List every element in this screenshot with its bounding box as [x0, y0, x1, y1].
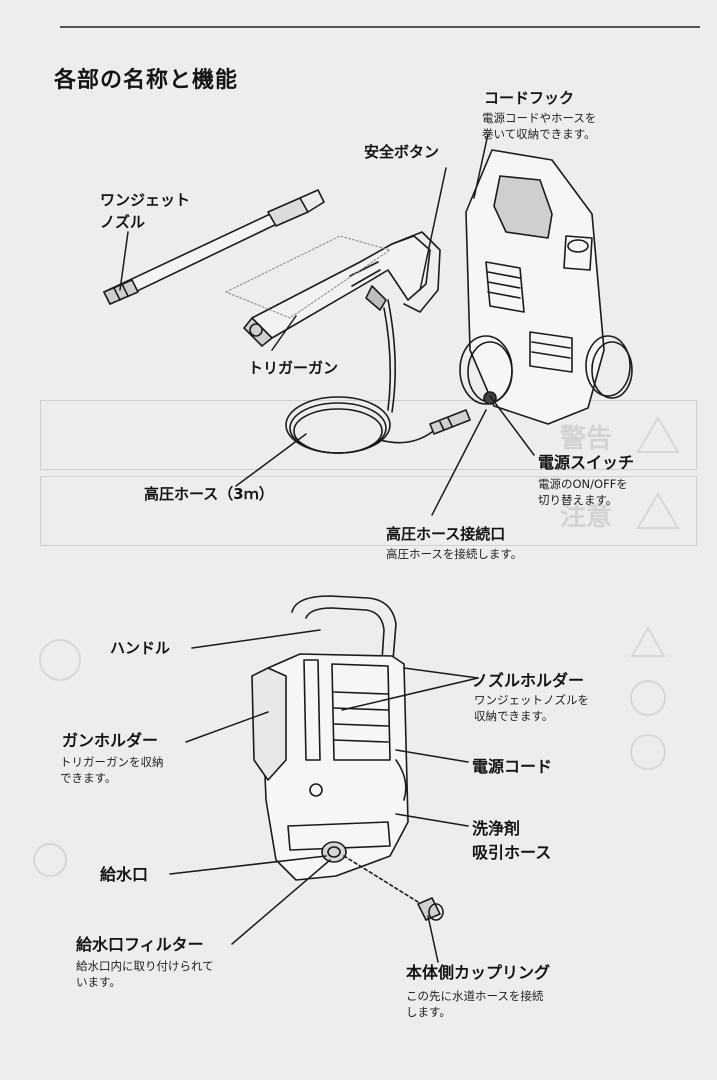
desc-coupling-2: します。 — [406, 1005, 451, 1019]
desc-cord-hook-1: 電源コードやホースを — [482, 111, 597, 125]
bleed-warning-text: 警告 — [560, 424, 613, 454]
label-hp-hose-port: 高圧ホース接続口 — [386, 525, 506, 543]
desc-gun-holder-1: トリガーガンを収納 — [60, 755, 164, 769]
desc-inlet-filter-2: います。 — [76, 975, 121, 989]
one-jet-nozzle-drawing — [103, 189, 325, 305]
main-unit-top-drawing — [459, 149, 633, 425]
desc-inlet-filter-1: 給水口内に取り付けられて — [76, 959, 214, 973]
label-handle: ハンドル — [110, 639, 171, 657]
desc-hp-hose-port: 高圧ホースを接続します。 — [386, 547, 523, 561]
desc-power-switch-1: 電源のON/OFFを — [538, 477, 628, 491]
label-trigger-gun: トリガーガン — [248, 359, 339, 377]
label-water-inlet: 給水口 — [100, 865, 149, 884]
label-power-switch: 電源スイッチ — [538, 453, 635, 472]
top-rule — [60, 26, 700, 28]
hp-hose-drawing — [285, 299, 471, 454]
label-one-jet-nozzle-2: ノズル — [100, 213, 146, 231]
label-power-cord: 電源コード — [472, 757, 553, 776]
label-safety-button: 安全ボタン — [364, 143, 440, 161]
label-hp-hose: 高圧ホース（3ｍ） — [144, 485, 274, 503]
label-cord-hook: コードフック — [484, 89, 575, 107]
bleed-caution-box — [40, 476, 697, 546]
label-one-jet-nozzle-1: ワンジェット — [100, 191, 191, 209]
desc-coupling-1: この先に水道ホースを接続 — [406, 989, 544, 1003]
leader-lines — [119, 133, 535, 963]
label-gun-holder: ガンホルダー — [62, 731, 159, 750]
desc-cord-hook-2: 巻いて収納できます。 — [482, 127, 596, 141]
label-coupling: 本体側カップリング — [406, 963, 551, 982]
page-title: 各部の名称と機能 — [54, 68, 239, 93]
trigger-gun-drawing — [225, 231, 441, 347]
label-nozzle-holder: ノズルホルダー — [472, 671, 585, 690]
main-unit-front-drawing — [251, 595, 444, 921]
desc-gun-holder-2: できます。 — [60, 771, 117, 785]
label-inlet-filter: 給水口フィルター — [76, 935, 204, 954]
desc-nozzle-holder-2: 収納できます。 — [474, 709, 554, 723]
bleed-caution-text: 注意 — [560, 502, 613, 532]
bleed-warning-box — [40, 400, 697, 470]
label-detergent-hose-1: 洗浄剤 — [472, 819, 521, 838]
desc-power-switch-2: 切り替えます。 — [538, 493, 618, 507]
desc-nozzle-holder-1: ワンジェットノズルを — [474, 693, 589, 707]
label-detergent-hose-2: 吸引ホース — [472, 843, 552, 862]
